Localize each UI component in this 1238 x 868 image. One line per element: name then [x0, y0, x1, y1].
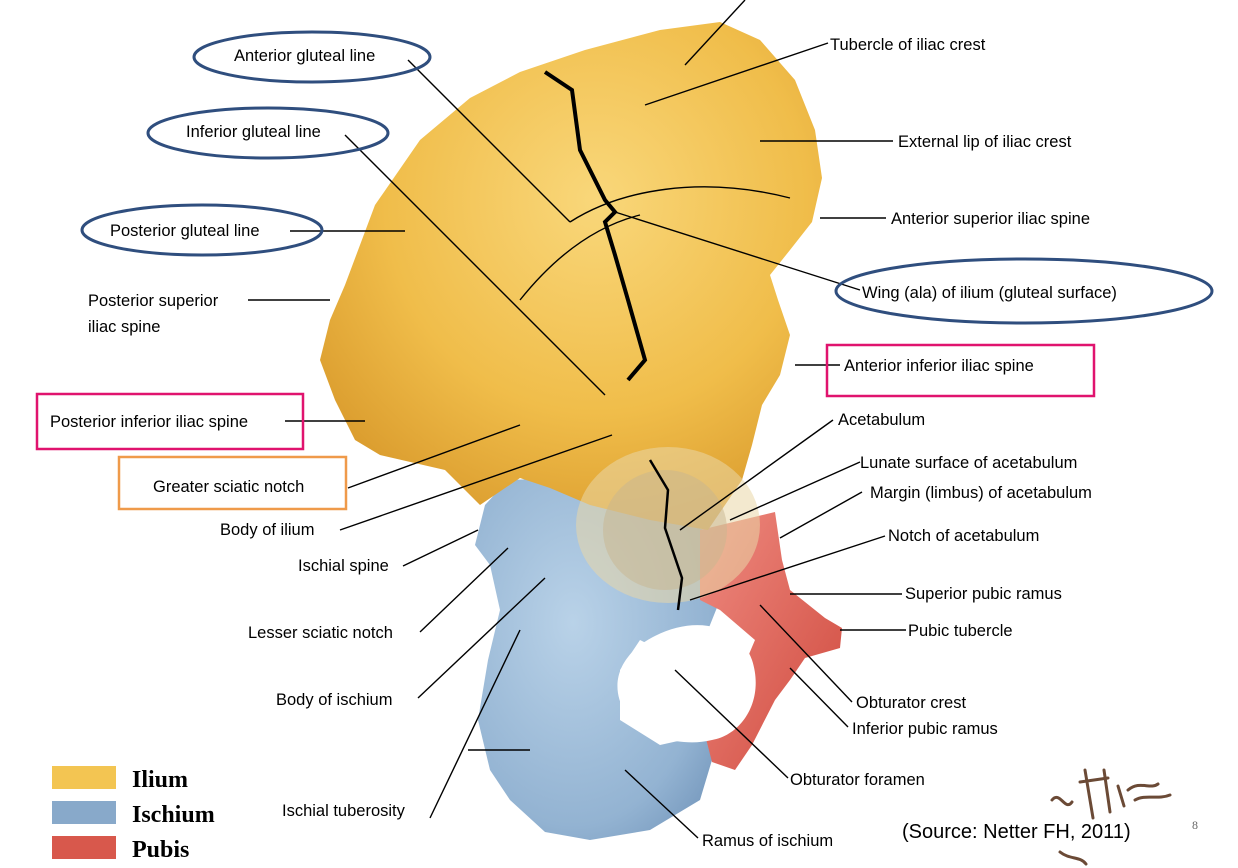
oval-anterior-gluteal-line: [192, 30, 432, 84]
wing-bracket: [543, 70, 648, 382]
legend-swatch-ischium: [52, 801, 116, 824]
label-posterior-gluteal-line: Posterior gluteal line: [110, 222, 260, 240]
box-anterior-inferior-iliac-spine: [825, 343, 1096, 398]
iliac-ridge-curve-lower: [519, 214, 641, 301]
page-number: 8: [1192, 818, 1198, 832]
box-greater-sciatic-notch: [117, 455, 348, 511]
label-ischial-spine: Ischial spine: [298, 557, 389, 575]
legend-swatch-pubis: [52, 836, 116, 859]
legend-label-ilium: Ilium: [132, 767, 188, 793]
legend-swatch-ilium: [52, 766, 116, 789]
leader-lines: [248, 0, 906, 839]
iliac-ridge-curve: [569, 186, 791, 223]
hip-bone-illustration: [320, 22, 842, 840]
label-acetabulum: Acetabulum: [838, 411, 925, 429]
legend-label-ischium: Ischium: [132, 802, 215, 828]
oval-wing-of-ilium: [834, 257, 1214, 325]
label-obturator-foramen: Obturator foramen: [790, 771, 925, 789]
legend-label-pubis: Pubis: [132, 837, 189, 863]
label-anterior-superior-iliac-spine: Anterior superior iliac spine: [891, 210, 1090, 228]
label-pubic-tubercle: Pubic tubercle: [908, 622, 1013, 640]
label-anterior-inferior-iliac-spine: Anterior inferior iliac spine: [844, 357, 1034, 375]
label-superior-pubic-ramus: Superior pubic ramus: [905, 585, 1062, 603]
label-wing-of-ilium: Wing (ala) of ilium (gluteal surface): [862, 284, 1117, 302]
label-external-lip-of-iliac-crest: External lip of iliac crest: [898, 133, 1072, 151]
label-posterior-inferior-iliac-spine: Posterior inferior iliac spine: [50, 413, 248, 431]
label-anterior-gluteal-line: Anterior gluteal line: [234, 47, 375, 65]
label-notch-of-acetabulum: Notch of acetabulum: [888, 527, 1039, 545]
label-inferior-pubic-ramus: Inferior pubic ramus: [852, 720, 998, 738]
label-ramus-of-ischium: Ramus of ischium: [702, 832, 833, 850]
label-ischial-tuberosity: Ischial tuberosity: [282, 802, 406, 820]
label-body-of-ischium: Body of ischium: [276, 691, 392, 709]
label-posterior-superior-iliac-spine-2: iliac spine: [88, 318, 160, 336]
triradiate-line: [648, 459, 684, 611]
label-greater-sciatic-notch: Greater sciatic notch: [153, 478, 304, 496]
label-tubercle-of-iliac-crest: Tubercle of iliac crest: [830, 36, 986, 54]
labels: Tubercle of iliac crest Anterior gluteal…: [50, 36, 1117, 850]
label-margin-limbus: Margin (limbus) of acetabulum: [870, 484, 1092, 502]
label-obturator-crest: Obturator crest: [856, 694, 966, 712]
source-citation: (Source: Netter FH, 2011): [902, 821, 1131, 843]
label-inferior-gluteal-line: Inferior gluteal line: [186, 123, 321, 141]
box-posterior-inferior-iliac-spine: [35, 392, 305, 451]
oval-posterior-gluteal-line: [80, 203, 324, 257]
obturator-foramen-shape: [617, 625, 756, 743]
highlight-shapes: [35, 30, 1214, 511]
netter-signature-mark: [1050, 768, 1172, 866]
ilium-region: [320, 22, 822, 530]
label-lesser-sciatic-notch: Lesser sciatic notch: [248, 624, 393, 642]
legend: Ilium Ischium Pubis: [52, 766, 215, 863]
label-posterior-superior-iliac-spine-1: Posterior superior: [88, 292, 219, 310]
label-body-of-ilium: Body of ilium: [220, 521, 314, 539]
oval-inferior-gluteal-line: [146, 106, 390, 160]
label-lunate-surface: Lunate surface of acetabulum: [860, 454, 1077, 472]
